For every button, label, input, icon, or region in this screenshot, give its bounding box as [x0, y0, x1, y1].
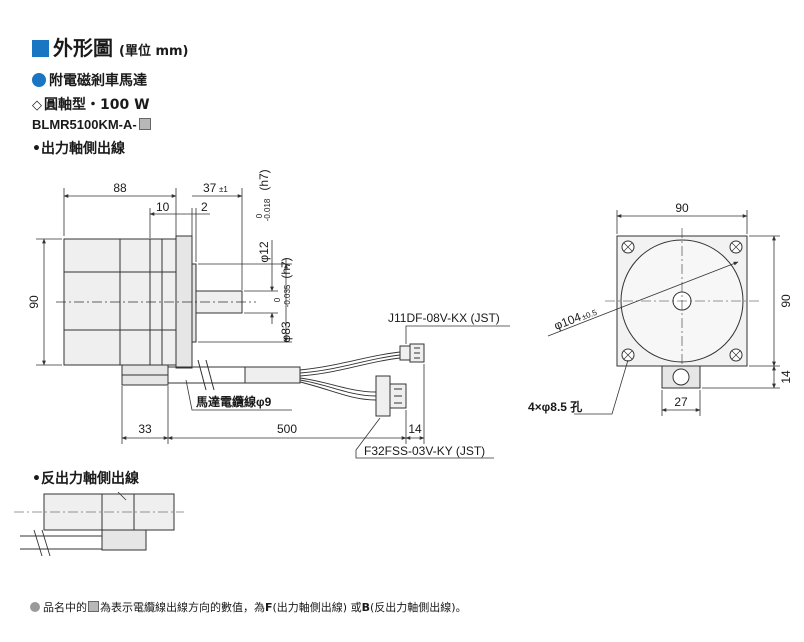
dim-37: 37	[203, 181, 217, 195]
dim-10: 10	[156, 200, 170, 214]
dim-box-height: 14	[779, 370, 793, 384]
dim-2: 2	[201, 200, 208, 214]
dim-500: 500	[277, 422, 297, 436]
dim-33: 33	[138, 422, 152, 436]
dim-shaft-tol-lower: -0.018	[263, 198, 272, 221]
footnote-f-code: F	[265, 601, 273, 614]
dim-box-width: 27	[674, 395, 688, 409]
footnote-b-code: B	[361, 601, 370, 614]
model-number: BLMR5100KM-A-	[32, 117, 151, 132]
dim-holes: 4×φ8.5 孔	[528, 400, 582, 414]
category-label: 附電磁剎車馬達	[49, 73, 147, 89]
product-shape: ◇圓軸型・100 W	[32, 94, 150, 114]
footnote-post: 為表示電纜線出線方向的數值，為	[100, 601, 265, 614]
side-view	[56, 235, 425, 417]
model-prefix: BLMR5100KM-A-	[32, 117, 137, 132]
dim-14-side: 14	[408, 422, 422, 436]
connector-bottom-label: F32FSS-03V-KY (JST)	[364, 444, 485, 458]
footnote-b-desc: (反出力軸側出線)。	[370, 601, 467, 614]
shape-label: 圓軸型・100 W	[44, 97, 150, 113]
dim-shaft-dia: φ12	[257, 241, 271, 262]
reverse-side-view	[14, 491, 184, 557]
section-output-side: •出力軸側出線	[32, 141, 125, 157]
bullet-dot-icon	[32, 73, 46, 87]
dim-front-width: 90	[675, 201, 689, 215]
dim-shaft-fit: (h7)	[257, 169, 271, 190]
diamond-icon: ◇	[32, 98, 42, 113]
dim-shaft-tol-upper: 0	[255, 213, 264, 218]
dim-pilot-tol-lower: -0.035	[283, 284, 292, 307]
dim-front-height: 90	[779, 294, 793, 308]
placeholder-box-icon	[88, 601, 99, 612]
footnote-pre: 品名中的	[43, 601, 87, 614]
note-dot-icon	[30, 602, 40, 612]
front-view	[605, 228, 760, 389]
dim-pcd: φ104	[552, 310, 583, 333]
dim-pilot-fit: (h7)	[279, 257, 293, 278]
title-square-icon	[32, 40, 49, 57]
placeholder-box-icon	[138, 118, 151, 130]
dim-pilot-dia: φ83	[279, 321, 293, 342]
page-header: 外形圖 (單位 mm)	[32, 32, 189, 61]
cable-label: 馬達電纜線φ9	[196, 394, 272, 409]
dim-88: 88	[113, 181, 127, 195]
section-reverse-side: •反出力軸側出線	[32, 471, 139, 487]
footnote-f-desc: (出力軸側出線) 或	[272, 601, 362, 614]
unit-label: (單位 mm)	[119, 44, 189, 59]
footnote: 品名中的為表示電纜線出線方向的數值，為F(出力軸側出線) 或B(反出力軸側出線)…	[30, 599, 467, 615]
dim-pilot-tol-upper: 0	[273, 297, 282, 302]
product-category: 附電磁剎車馬達	[32, 70, 147, 90]
dim-height-90: 90	[27, 295, 41, 309]
connector-top-label: J11DF-08V-KX (JST)	[388, 311, 500, 325]
dim-37-tol: ±1	[219, 185, 228, 194]
page-title: 外形圖	[53, 36, 113, 60]
